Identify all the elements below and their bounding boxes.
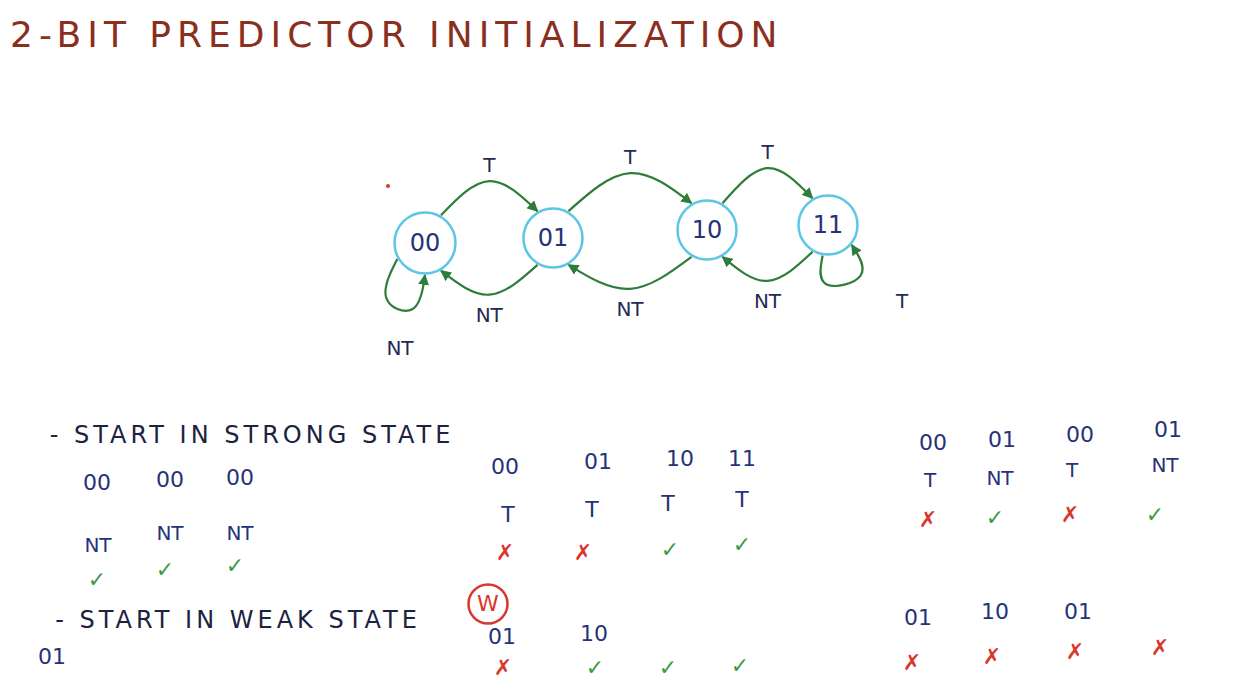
node-circle xyxy=(799,196,858,255)
table-cell: 10 xyxy=(666,447,694,471)
section-heading: - START IN STRONG STATE xyxy=(50,422,455,448)
node-text: 10 xyxy=(692,218,723,242)
transition-label: T xyxy=(759,141,775,163)
circled-mark: W xyxy=(467,583,509,625)
table-cell: NT xyxy=(226,522,253,544)
table-cell: ✗ xyxy=(983,645,1001,669)
table-cell: ✓ xyxy=(226,554,244,578)
transition-label: NT xyxy=(614,298,645,320)
transition-arrow xyxy=(441,265,538,295)
table-cell: 01 xyxy=(988,428,1016,452)
table-cell: ✗ xyxy=(1151,636,1169,660)
transition-arrow xyxy=(569,257,692,289)
table-cell: ✗ xyxy=(903,651,921,675)
transition-arrow xyxy=(723,252,813,281)
table-cell: ✓ xyxy=(733,533,751,557)
table-cell: 00 xyxy=(83,471,111,495)
table-cell: ✗ xyxy=(494,656,512,680)
table-cell: 00 xyxy=(491,455,519,479)
node-circle xyxy=(395,213,456,274)
table-cell: T xyxy=(501,503,514,527)
table-cell: ✓ xyxy=(661,538,679,562)
table-cell: 01 xyxy=(488,625,516,649)
node-circle xyxy=(678,201,737,260)
pen-dot xyxy=(386,184,390,188)
transition-label: T xyxy=(622,146,638,168)
transition-arrow xyxy=(569,173,692,211)
table-cell: ✓ xyxy=(731,654,749,678)
node-text: 00 xyxy=(410,231,441,255)
state-circle: 00 xyxy=(393,211,457,275)
table-cell: 10 xyxy=(981,600,1009,624)
table-cell: ✓ xyxy=(586,656,604,680)
table-cell: NT xyxy=(986,467,1013,489)
state-circle: 01 xyxy=(522,207,584,269)
table-cell: ✗ xyxy=(574,541,592,565)
table-cell: ✓ xyxy=(88,568,106,592)
table-cell: NT xyxy=(1151,454,1178,476)
state-circle: 10 xyxy=(676,199,738,261)
table-cell: T xyxy=(661,492,674,516)
table-cell: NT xyxy=(156,522,183,544)
table-cell: 00 xyxy=(919,431,947,455)
table-cell: 00 xyxy=(156,468,184,492)
table-cell: 01 xyxy=(1154,418,1182,442)
transition-arrow xyxy=(723,168,813,203)
table-cell: 10 xyxy=(580,622,608,646)
table-cell: NT xyxy=(84,534,111,556)
node-text: 01 xyxy=(538,226,569,250)
table-cell: ✓ xyxy=(156,558,174,582)
table-cell: ✗ xyxy=(919,508,937,532)
table-cell: 00 xyxy=(1066,423,1094,447)
node-circle xyxy=(469,585,508,624)
node-text: W xyxy=(477,593,499,615)
table-cell: ✓ xyxy=(1146,503,1164,527)
table-cell: 01 xyxy=(38,645,66,669)
transition-label: T xyxy=(894,290,910,312)
transition-label: NT xyxy=(474,304,505,326)
table-cell: ✓ xyxy=(659,656,677,680)
section-heading: - START IN WEAK STATE xyxy=(55,607,421,633)
node-text: 11 xyxy=(813,213,844,237)
table-cell: ✗ xyxy=(1061,503,1079,527)
table-cell: ✗ xyxy=(1066,640,1084,664)
transition-arrow xyxy=(441,181,538,215)
table-cell: T xyxy=(735,488,748,512)
table-cell: ✗ xyxy=(496,541,514,565)
title: 2-BIT PREDICTOR INITIALIZATION xyxy=(10,14,784,55)
table-cell: ✓ xyxy=(986,506,1004,530)
node-circle xyxy=(524,209,583,268)
transition-label: T xyxy=(481,154,497,176)
table-cell: T xyxy=(924,469,936,491)
table-cell: 00 xyxy=(226,466,254,490)
table-cell: 01 xyxy=(584,450,612,474)
table-cell: T xyxy=(1066,459,1078,481)
table-cell: 01 xyxy=(904,606,932,630)
table-cell: 11 xyxy=(728,447,756,471)
state-circle: 11 xyxy=(797,194,859,256)
transition-label: NT xyxy=(384,337,415,359)
table-cell: T xyxy=(585,498,598,522)
transition-label: NT xyxy=(752,290,783,312)
table-cell: 01 xyxy=(1064,600,1092,624)
